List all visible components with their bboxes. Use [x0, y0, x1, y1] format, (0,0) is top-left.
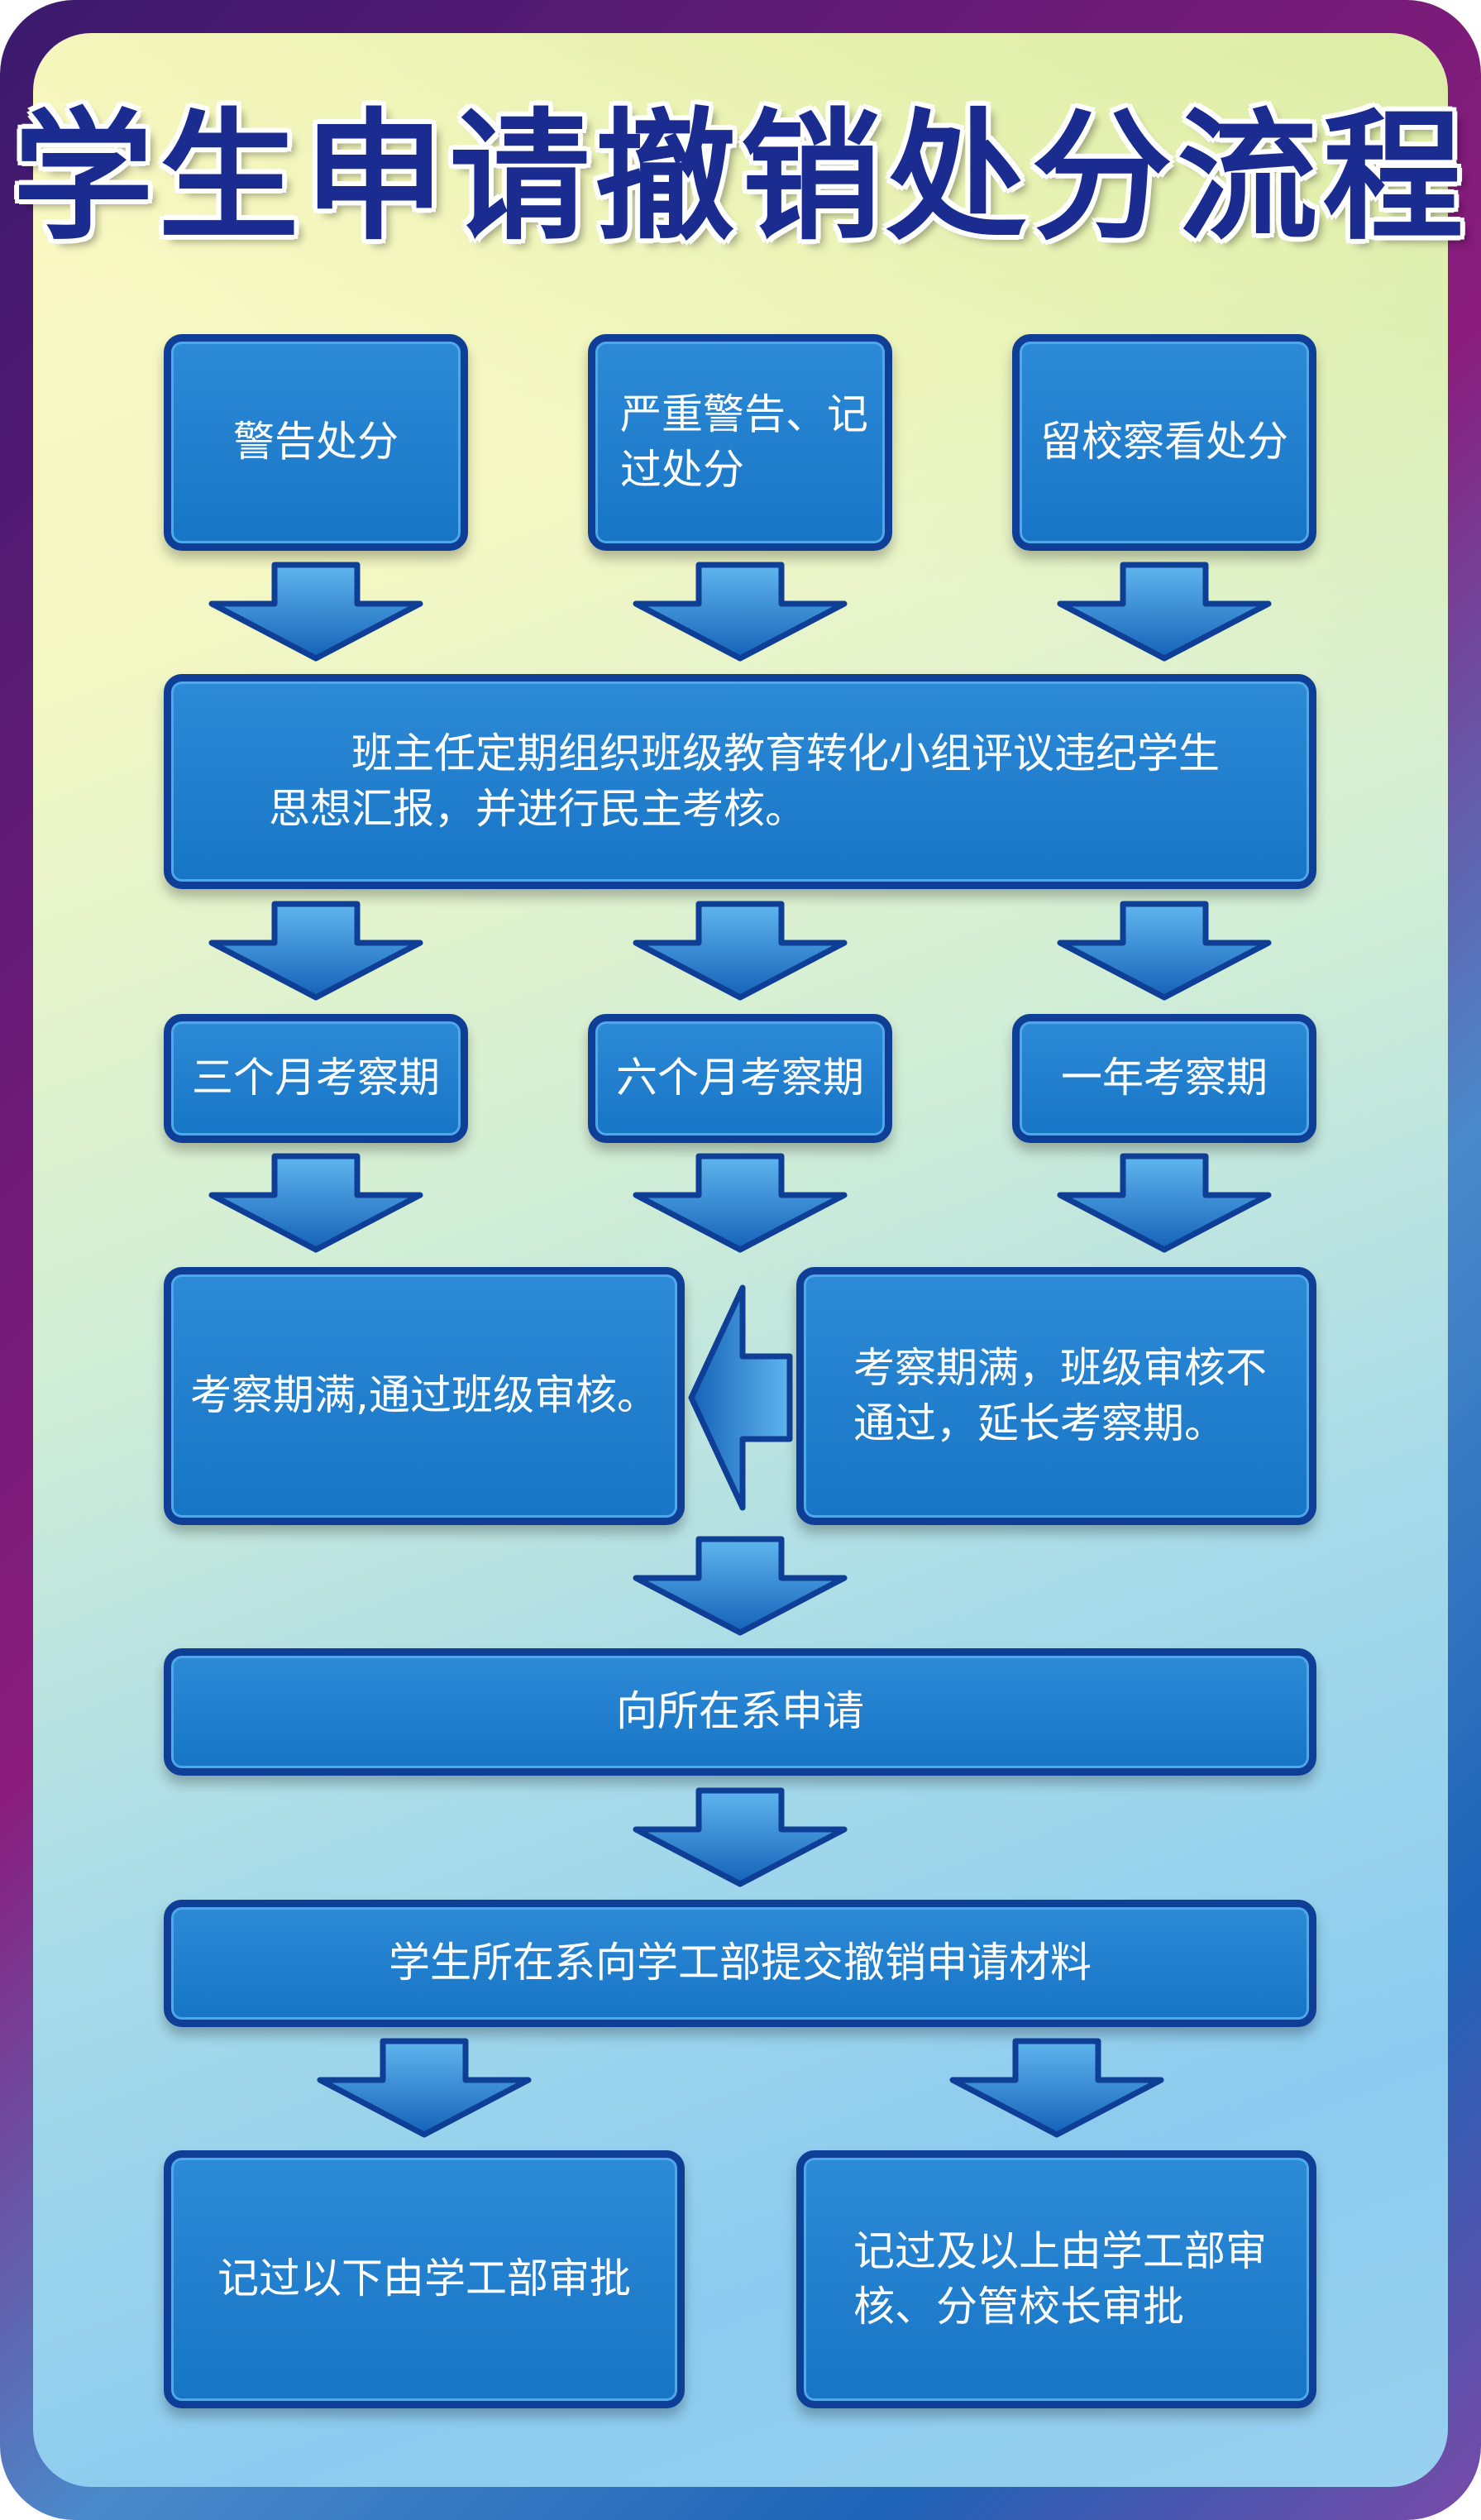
down-arrow-icon: [633, 901, 848, 1001]
box-fail-label: 考察期满，班级审核不通过，延长考察期。: [853, 1343, 1267, 1448]
box-apply-dept-label: 向所在系申请: [616, 1687, 864, 1736]
down-arrow-icon: [208, 562, 423, 662]
box-approve-above-label: 记过及以上由学工部审核、分管校长审批: [853, 2226, 1267, 2331]
box-pass-label: 考察期满,通过班级审核。: [190, 1371, 658, 1420]
down-arrow-icon: [208, 901, 423, 1001]
down-arrow-icon: [633, 1787, 848, 1887]
box-one-year-label: 一年考察期: [1061, 1054, 1268, 1102]
down-arrow-icon: [633, 1153, 848, 1253]
box-evaluation-label: 班主任定期组织班级教育转化小组评议违纪学生思想汇报，并进行民主考核。: [269, 729, 1220, 834]
box-probation: 留校察看处分: [1012, 334, 1316, 551]
box-fail: 考察期满，班级审核不通过，延长考察期。: [796, 1267, 1316, 1525]
page-title: 学生申请撤销处分流程: [12, 96, 1469, 260]
box-six-months: 六个月考察期: [588, 1014, 892, 1143]
down-arrow-icon: [208, 1153, 423, 1253]
down-arrow-icon: [1057, 901, 1272, 1001]
down-arrow-icon: [633, 562, 848, 662]
down-arrow-icon: [1057, 1153, 1272, 1253]
down-arrow-icon: [1057, 562, 1272, 662]
down-arrow-icon: [949, 2038, 1164, 2138]
box-serious-warning-label: 严重警告、记 过处分: [620, 390, 868, 495]
box-submit: 学生所在系向学工部提交撤销申请材料: [164, 1900, 1316, 2027]
box-evaluation: 班主任定期组织班级教育转化小组评议违纪学生思想汇报，并进行民主考核。: [164, 674, 1316, 889]
box-one-year: 一年考察期: [1012, 1014, 1316, 1143]
box-six-months-label: 六个月考察期: [616, 1054, 864, 1102]
box-probation-label: 留校察看处分: [1040, 418, 1288, 466]
box-submit-label: 学生所在系向学工部提交撤销申请材料: [389, 1939, 1092, 1987]
box-three-months-label: 三个月考察期: [192, 1054, 440, 1102]
box-pass: 考察期满,通过班级审核。: [164, 1267, 685, 1525]
box-three-months: 三个月考察期: [164, 1014, 468, 1143]
down-arrow-icon: [317, 2038, 532, 2138]
box-approve-above: 记过及以上由学工部审核、分管校长审批: [796, 2150, 1316, 2408]
box-apply-dept: 向所在系申请: [164, 1648, 1316, 1776]
box-serious-warning: 严重警告、记 过处分: [588, 334, 892, 551]
box-warning-label: 警告处分: [233, 418, 399, 466]
box-approve-below: 记过以下由学工部审批: [164, 2150, 685, 2408]
left-arrow-icon: [688, 1284, 793, 1511]
down-arrow-icon: [633, 1536, 848, 1636]
box-approve-below-label: 记过以下由学工部审批: [217, 2255, 631, 2303]
box-warning: 警告处分: [164, 334, 468, 551]
